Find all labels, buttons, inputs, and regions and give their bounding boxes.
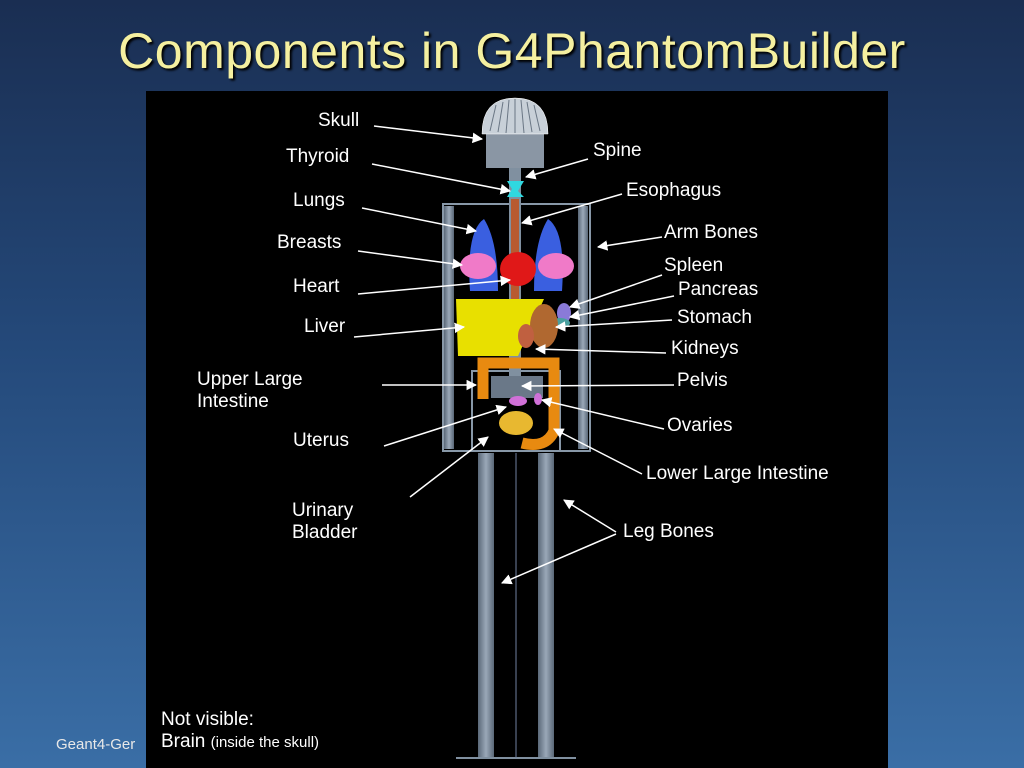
upper-large-intestine-line2: Intestine [197, 391, 269, 412]
note-detail: (inside the skull) [210, 734, 320, 751]
label-pancreas: Pancreas [678, 279, 759, 300]
not-visible-note: Not visible: Brain (inside the skull) [161, 709, 319, 754]
label-lower-large-intestine: Lower Large Intestine [646, 463, 829, 484]
label-stomach: Stomach [677, 307, 752, 328]
ovaries [509, 393, 542, 406]
spleen [557, 303, 571, 323]
label-urinary-bladder: Urinary Bladder [292, 500, 358, 544]
label-thyroid: Thyroid [286, 146, 350, 167]
label-spleen: Spleen [664, 255, 724, 276]
kidneys [518, 324, 534, 348]
thyroid [507, 181, 524, 197]
phantom-diagram [353, 97, 675, 759]
stomach [530, 304, 558, 348]
slide-title: Components in G4PhantomBuilder [118, 23, 906, 79]
label-spine: Spine [593, 140, 642, 161]
label-kidneys: Kidneys [671, 338, 739, 359]
urinary-bladder-line1: Urinary [292, 500, 354, 521]
label-pelvis: Pelvis [677, 370, 728, 391]
skull [481, 97, 549, 168]
label-esophagus: Esophagus [626, 180, 722, 201]
uterus [499, 411, 533, 435]
note-line1: Not visible: [161, 709, 254, 730]
urinary-bladder-line2: Bladder [292, 522, 358, 543]
arm-bones [444, 206, 588, 449]
label-arm-bones: Arm Bones [664, 222, 758, 243]
phantom-diagram-panel: Skull Thyroid Lungs Breasts Heart Liver … [146, 91, 888, 768]
upper-large-intestine [477, 357, 560, 399]
label-leg-bones: Leg Bones [623, 521, 714, 542]
label-uterus: Uterus [293, 430, 349, 451]
breasts [460, 253, 574, 279]
label-upper-large-intestine: Upper Large Intestine [197, 369, 303, 413]
pelvis [491, 376, 543, 398]
esophagus [511, 199, 519, 299]
note-brain: Brain [161, 731, 206, 752]
label-heart: Heart [293, 276, 340, 297]
label-breasts: Breasts [277, 232, 342, 253]
leg-bones [456, 453, 576, 759]
label-lungs: Lungs [293, 190, 345, 211]
label-liver: Liver [304, 316, 346, 337]
slide-footer: Geant4-Ger [56, 736, 136, 753]
pointer-arrows [353, 125, 675, 585]
label-ovaries: Ovaries [667, 415, 733, 436]
upper-large-intestine-line1: Upper Large [197, 369, 303, 390]
label-skull: Skull [318, 110, 360, 131]
